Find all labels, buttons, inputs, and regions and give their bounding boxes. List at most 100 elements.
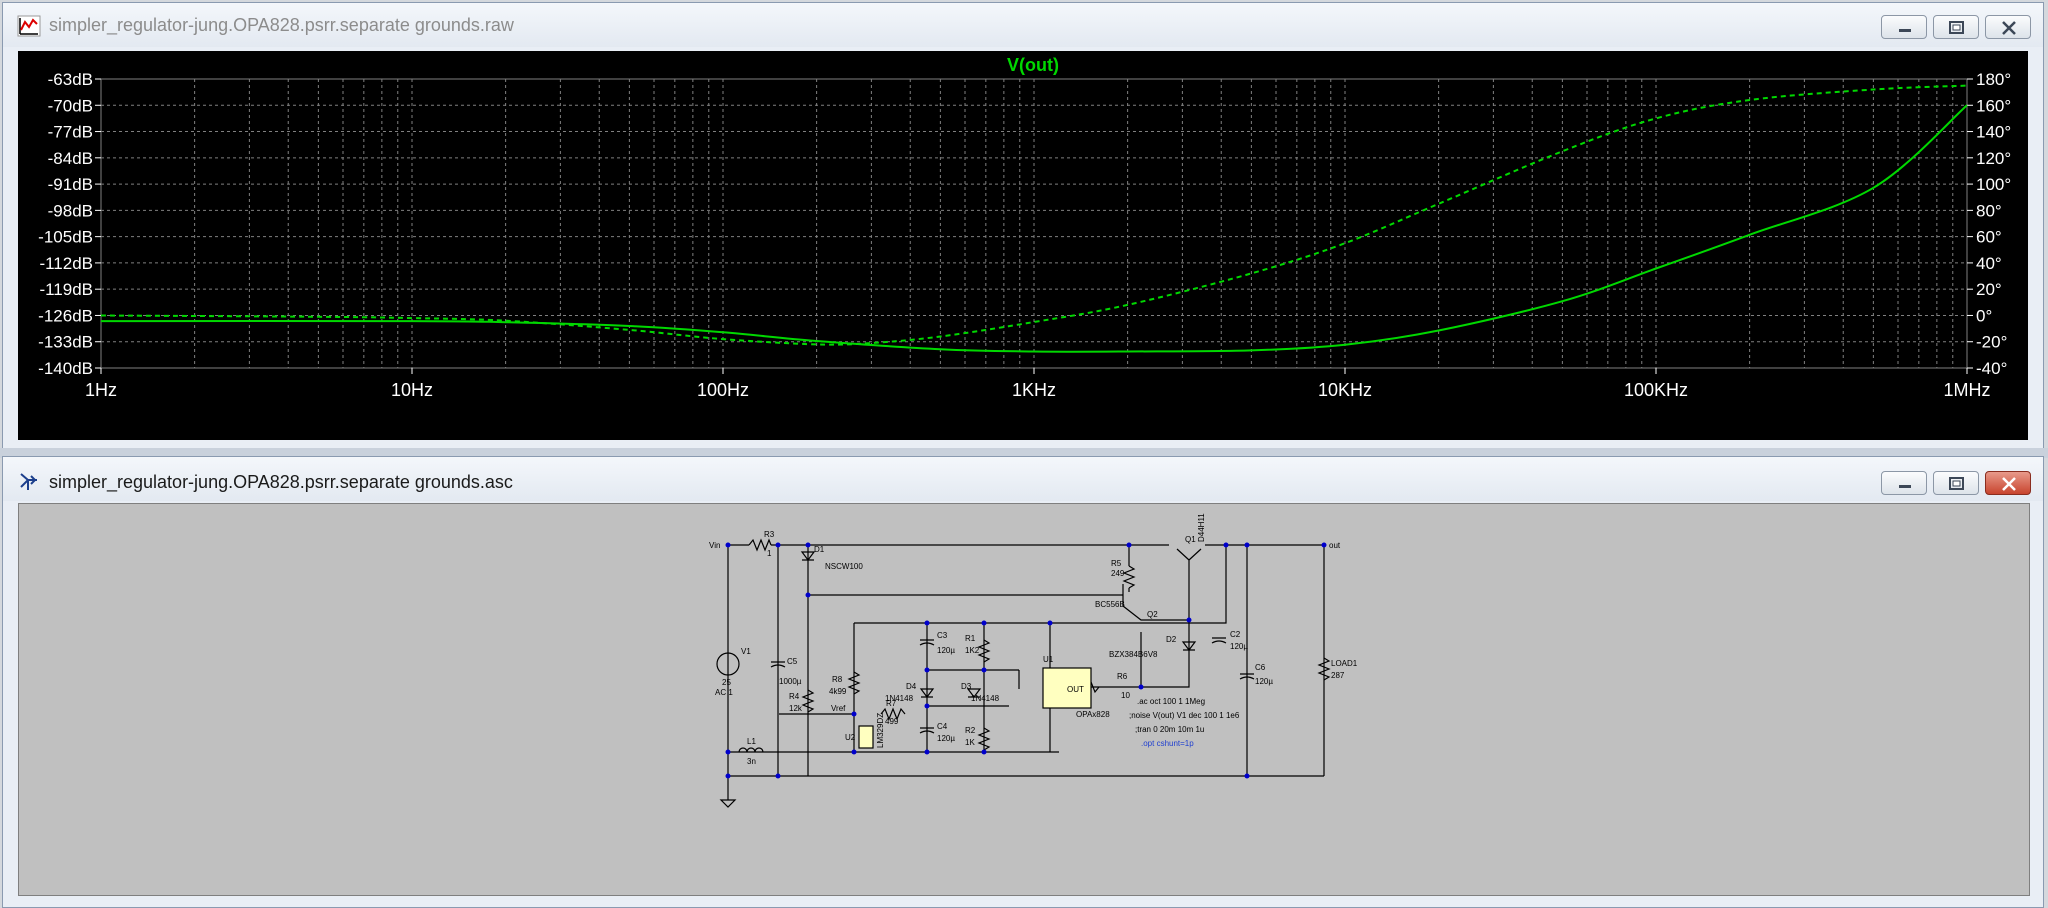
label-c4: C4 [937, 722, 948, 731]
plot-area[interactable]: -63dB -70dB -77dB -84dB -91dB -98dB -105dB -112… [18, 51, 2028, 440]
capacitor-c5 [770, 661, 786, 668]
series-phase-line[interactable] [100, 84, 1968, 346]
schematic-window-title: simpler_regulator-jung.OPA828.psrr.separ… [49, 472, 513, 492]
close-button[interactable] [1985, 15, 2031, 39]
y-right-tick-label[interactable]: 100° [1976, 175, 2011, 194]
capacitor-c2 [1211, 637, 1227, 644]
y-left-tick-label[interactable]: -70dB [48, 96, 93, 115]
directive-tran: ;tran 0 20m 10m 1u [1135, 725, 1204, 734]
chart-grid [100, 78, 1968, 369]
source-v1 [716, 652, 740, 676]
chart-ticks: -63dB -70dB -77dB -84dB -91dB -98dB -105dB -112… [38, 70, 2011, 400]
label-r4-value: 12k [789, 704, 803, 713]
minimize-icon [1899, 29, 1911, 32]
resistor-r4 [801, 689, 815, 713]
y-right-tick-label[interactable]: 40° [1976, 254, 2002, 273]
resistor-r5 [1122, 565, 1136, 589]
y-right-tick-label[interactable]: 0° [1976, 306, 1992, 325]
y-right-tick-label[interactable]: 80° [1976, 201, 2002, 220]
label-l1: L1 [747, 737, 756, 746]
x-tick-label[interactable]: 1Hz [85, 380, 117, 400]
minimize-button[interactable] [1881, 471, 1927, 495]
maximize-icon [1949, 21, 1964, 34]
bode-chart[interactable]: -63dB -70dB -77dB -84dB -91dB -98dB -105dB -112… [18, 51, 2028, 440]
label-u2: U2 [845, 733, 856, 742]
label-u1-out: OUT [1067, 685, 1084, 694]
y-left-tick-label[interactable]: -133dB [38, 333, 93, 352]
plot-window-titlebar[interactable]: simpler_regulator-jung.OPA828.psrr.separ… [3, 3, 2043, 47]
label-q1: Q1 [1185, 535, 1196, 544]
resistor-r8 [847, 671, 861, 695]
resistor-r7 [880, 707, 906, 721]
label-v1-value: 25 [722, 678, 731, 687]
label-l1-value: 3n [747, 757, 756, 766]
diode-d1 [800, 551, 816, 561]
label-d2: D2 [1166, 635, 1177, 644]
y-right-tick-label[interactable]: 140° [1976, 123, 2011, 142]
x-tick-label[interactable]: 10Hz [391, 380, 433, 400]
y-right-tick-label[interactable]: 180° [1976, 70, 2011, 89]
maximize-icon [1949, 477, 1964, 490]
chart-title[interactable]: V(out) [1007, 55, 1059, 75]
y-right-tick-label[interactable]: 160° [1976, 96, 2011, 115]
minimize-button[interactable] [1881, 15, 1927, 39]
maximize-button[interactable] [1933, 471, 1979, 495]
schematic-window-titlebar[interactable]: simpler_regulator-jung.OPA828.psrr.separ… [3, 457, 2043, 501]
close-button[interactable] [1985, 471, 2031, 495]
components [716, 538, 1331, 808]
label-u1-value: OPAx828 [1076, 710, 1110, 719]
close-icon [2002, 21, 2016, 35]
y-left-tick-label[interactable]: -112dB [39, 254, 93, 273]
y-left-tick-label[interactable]: -126dB [38, 306, 93, 325]
y-left-tick-label[interactable]: -105dB [38, 228, 93, 247]
resistor-r2 [977, 727, 991, 751]
window-separator [0, 448, 2048, 458]
label-vref: Vref [831, 704, 846, 713]
y-left-tick-label[interactable]: -77dB [48, 123, 93, 142]
label-d3: D3 [961, 682, 972, 691]
series-magnitude-line[interactable] [100, 104, 1968, 353]
spice-directives[interactable]: .ac oct 100 1 1Meg ;noise V(out) V1 dec … [1129, 697, 1240, 748]
junctions [725, 542, 1327, 779]
label-vin: Vin [709, 541, 720, 550]
x-tick-label[interactable]: 10KHz [1318, 380, 1372, 400]
x-tick-label[interactable]: 1MHz [1943, 380, 1990, 400]
ground-symbol [719, 799, 737, 808]
schematic-canvas[interactable]: Vin R3 1 D1 NSCW100 Q1 D44H11 out R5 249… [18, 503, 2030, 896]
label-c3: C3 [937, 631, 948, 640]
label-d4-value: 1N4148 [885, 694, 914, 703]
y-left-tick-label[interactable]: -98dB [48, 201, 93, 220]
resistor-r1 [977, 639, 991, 663]
label-u1: U1 [1043, 655, 1054, 664]
label-c3-value: 120µ [937, 646, 955, 655]
label-r7: R7 [886, 699, 897, 708]
y-left-tick-label[interactable]: -84dB [48, 149, 93, 168]
y-right-tick-label[interactable]: -40° [1976, 359, 2007, 378]
close-icon [2002, 477, 2016, 491]
component-labels: Vin R3 1 D1 NSCW100 Q1 D44H11 out R5 249… [709, 513, 1358, 766]
y-right-tick-label[interactable]: 120° [1976, 149, 2011, 168]
y-left-tick-label[interactable]: -91dB [48, 175, 93, 194]
label-q1-value: D44H11 [1197, 513, 1206, 542]
label-c6-value: 120µ [1255, 677, 1273, 686]
maximize-button[interactable] [1933, 15, 1979, 39]
label-r5-value: 249 [1111, 569, 1125, 578]
capacitor-c4 [919, 727, 935, 734]
x-tick-label[interactable]: 100KHz [1624, 380, 1688, 400]
label-r7-value: 499 [885, 717, 899, 726]
x-tick-label[interactable]: 1KHz [1012, 380, 1056, 400]
label-c2-value: 120µ [1230, 642, 1248, 651]
y-right-tick-label[interactable]: 20° [1976, 280, 2002, 299]
label-d4: D4 [906, 682, 917, 691]
label-v1: V1 [741, 647, 751, 656]
x-tick-label[interactable]: 100Hz [697, 380, 749, 400]
label-c2: C2 [1230, 630, 1241, 639]
y-left-tick-label[interactable]: -119dB [39, 280, 93, 299]
y-right-tick-label[interactable]: 60° [1976, 228, 2002, 247]
y-right-tick-label[interactable]: -20° [1976, 333, 2007, 352]
y-left-tick-label[interactable]: -63dB [48, 70, 93, 89]
label-r6: R6 [1117, 672, 1128, 681]
schematic-drawing[interactable]: Vin R3 1 D1 NSCW100 Q1 D44H11 out R5 249… [19, 504, 2029, 895]
y-left-tick-label[interactable]: -140dB [38, 359, 93, 378]
label-r2: R2 [965, 726, 976, 735]
